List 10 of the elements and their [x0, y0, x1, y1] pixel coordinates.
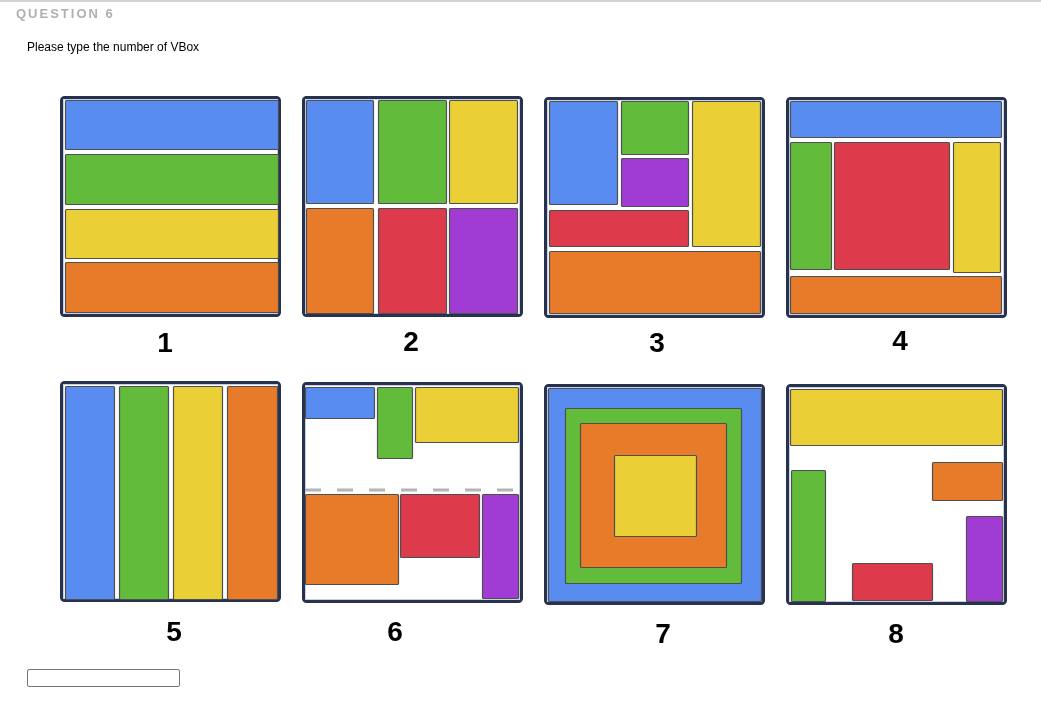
panel-number: 2 — [402, 328, 420, 356]
panel-number: 7 — [654, 620, 672, 648]
question-heading: QUESTION 6 — [16, 7, 115, 20]
panel-number: 4 — [891, 327, 909, 355]
panel-number: 6 — [386, 618, 404, 646]
instruction-text: Please type the number of VBox — [27, 41, 200, 53]
panel-number: 1 — [156, 329, 174, 357]
panel-number: 5 — [165, 618, 183, 646]
panel-number: 3 — [648, 329, 666, 357]
panel-number: 8 — [887, 620, 905, 648]
